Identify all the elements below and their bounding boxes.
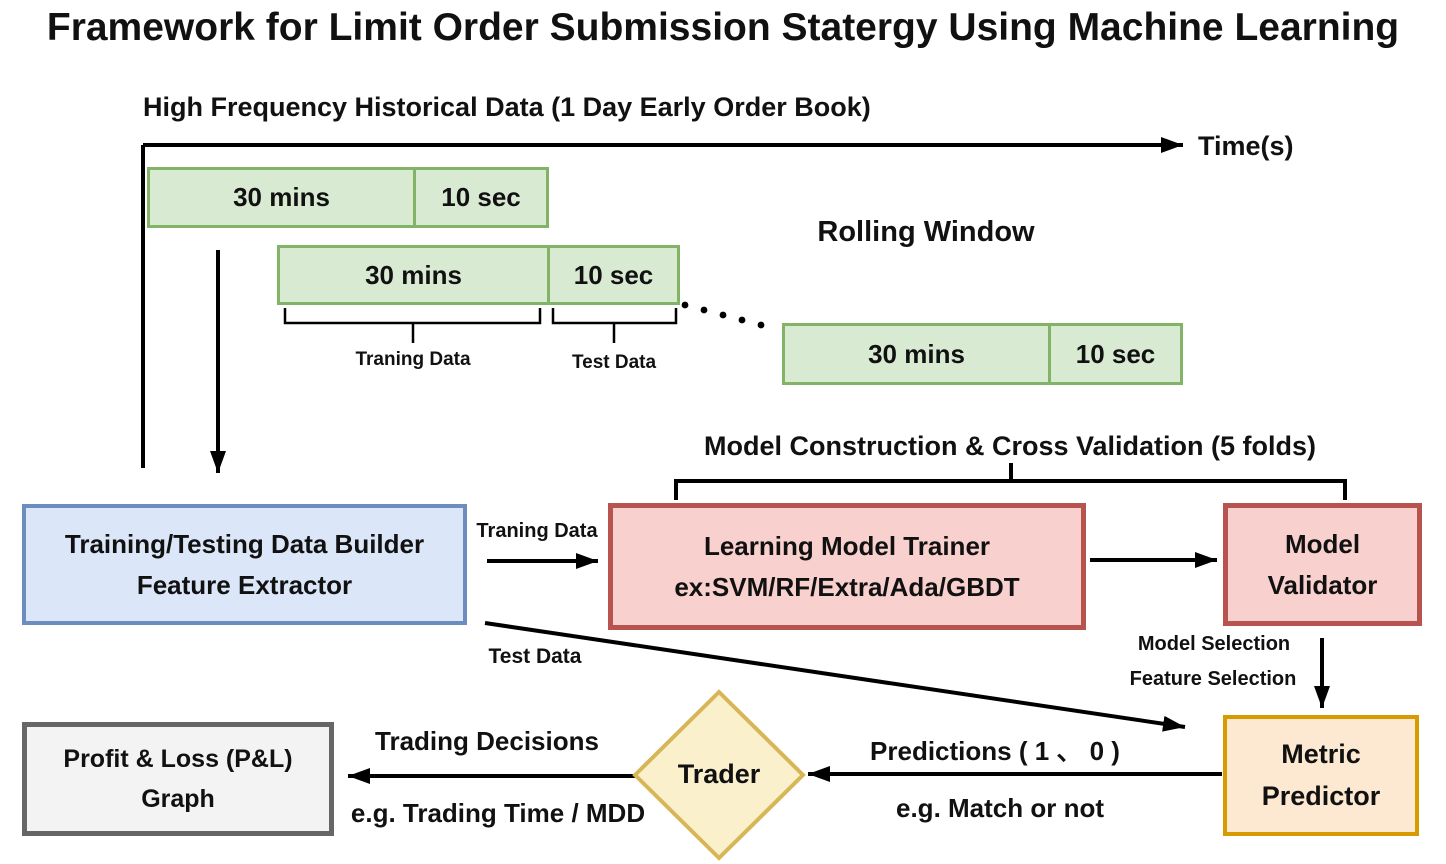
window-3-train-segment: 30 mins [785,326,1051,382]
training-brace [283,308,542,343]
training-brace-label: Traning Data [355,349,471,370]
pnl-line1: Profit & Loss (P&L) [63,745,293,773]
model-validator-line2: Validator [1267,569,1378,600]
predictions-label: Predictions ( 1 、 0 ) [870,736,1120,766]
model-trainer-line1: Learning Model Trainer [703,531,991,562]
data-builder-node: Training/Testing Data Builder Feature Ex… [22,504,467,625]
pnl-line2: Graph [141,785,215,813]
metric-predictor-line1: Metric [1281,738,1361,769]
model-trainer-line2: ex:SVM/RF/Extra/Ada/GBDT [674,571,1020,602]
model-validator-line1: Model [1284,529,1361,560]
timeline-header: High Frequency Historical Data (1 Day Ea… [143,92,871,122]
training-data-edge-label: Traning Data [476,520,598,542]
metric-predictor-line2: Predictor [1261,780,1381,811]
cross-validation-label: Model Construction & Cross Validation (5… [703,431,1317,461]
window-1-train-segment: 30 mins [150,170,416,225]
test-brace [551,308,678,343]
page-title: Framework for Limit Order Submission Sta… [46,6,1400,49]
test-data-arrow [484,621,1186,732]
window-2: 30 mins 10 sec [277,245,680,305]
model-validator-node: Model Validator [1223,503,1422,626]
match-or-not-label: e.g. Match or not [896,793,1104,823]
cross-validation-bracket [674,463,1347,500]
window-2-test-segment: 10 sec [573,259,654,290]
window-3: 30 mins 10 sec [782,323,1183,385]
pnl-node: Profit & Loss (P&L) Graph [22,722,334,836]
model-trainer-node: Learning Model Trainer ex:SVM/RF/Extra/A… [608,503,1086,630]
trading-time-mdd-label: e.g. Trading Time / MDD [350,798,646,828]
window-1: 30 mins 10 sec [147,167,549,228]
model-selection-label: Model Selection [1137,633,1291,655]
trader-node-label: Trader [677,759,761,789]
window-3-test-segment: 10 sec [1075,338,1156,369]
trading-decisions-label: Trading Decisions [375,726,599,756]
metric-predictor-node: Metric Predictor [1223,715,1419,836]
window-2-train-segment: 30 mins [280,248,550,302]
feature-selection-label: Feature Selection [1129,668,1297,690]
time-axis-label: Time(s) [1198,131,1294,161]
rolling-window-label: Rolling Window [817,216,1035,248]
window-1-test-segment: 10 sec [441,182,521,212]
ellipsis-dots [681,301,765,329]
test-data-edge-label: Test Data [488,645,582,668]
data-builder-line1: Training/Testing Data Builder [64,529,425,560]
test-brace-label: Test Data [571,352,657,373]
data-builder-line2: Feature Extractor [136,569,353,600]
